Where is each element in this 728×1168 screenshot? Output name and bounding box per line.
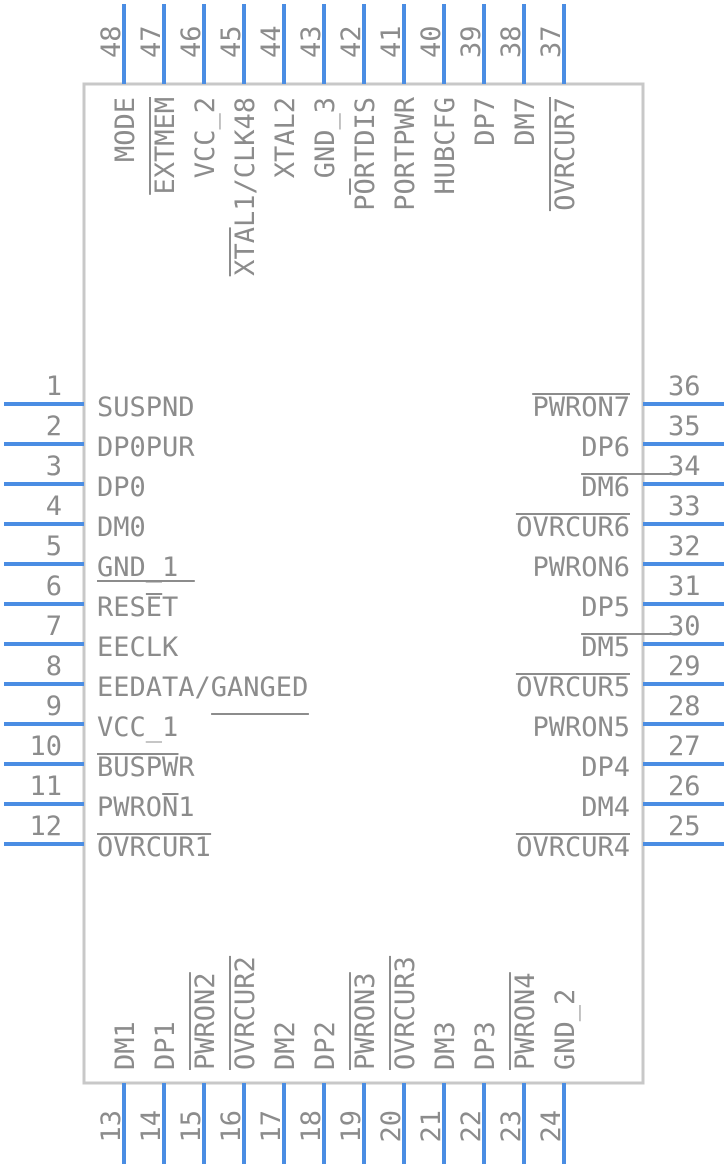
pin-19-label: PWRON3	[350, 972, 381, 1070]
pin-8-label: EEDATA/GANGED	[97, 672, 308, 703]
pin-13-label: DM1	[110, 1021, 141, 1070]
pin-38-number: 38	[496, 25, 527, 58]
pin-6-number: 6	[46, 571, 62, 602]
pin-25-label: OVRCUR4	[516, 832, 630, 863]
pin-16-number: 16	[216, 1110, 247, 1143]
pin-42-label: PORTDIS	[350, 97, 381, 211]
pin-34-number: 34	[668, 451, 701, 482]
pin-4-label: DM0	[97, 512, 146, 543]
pin-5-label: GND_1	[97, 552, 178, 583]
pin-28-number: 28	[668, 691, 701, 722]
pin-42-number: 42	[336, 25, 367, 58]
pin-14-number: 14	[136, 1110, 167, 1143]
pin-30-label: DM5	[581, 632, 630, 663]
pin-20-label: OVRCUR3	[390, 956, 421, 1070]
pin-36-label: PWRON7	[532, 392, 630, 423]
pin-10-label: BUSPWR	[97, 752, 195, 783]
pin-39-label: DP7	[470, 97, 501, 146]
pin-23-number: 23	[496, 1110, 527, 1143]
pin-13-number: 13	[96, 1110, 127, 1143]
pin-12-label: OVRCUR1	[97, 832, 211, 863]
pin-31-label: DP5	[581, 592, 630, 623]
pin-40-label: HUBCFG	[430, 97, 461, 195]
pin-18-number: 18	[296, 1110, 327, 1143]
pin-1-number: 1	[46, 371, 62, 402]
pin-34-label: DM6	[581, 472, 630, 503]
pin-17-number: 17	[256, 1110, 287, 1143]
pin-48-label: MODE	[110, 97, 141, 162]
pin-10-number: 10	[29, 731, 62, 762]
pin-5-number: 5	[46, 531, 62, 562]
pin-37-label: OVRCUR7	[550, 97, 581, 211]
pin-16-label: OVRCUR2	[230, 956, 261, 1070]
pin-41-number: 41	[376, 25, 407, 58]
pin-43-number: 43	[296, 25, 327, 58]
pin-9-label: VCC_1	[97, 712, 178, 743]
pin-7-label: EECLK	[97, 632, 179, 663]
pin-24-label: GND_2	[550, 989, 581, 1070]
pin-14-label: DP1	[150, 1021, 181, 1070]
pin-33-number: 33	[668, 491, 701, 522]
pin-22-number: 22	[456, 1110, 487, 1143]
pin-2-number: 2	[46, 411, 62, 442]
pin-48-number: 48	[96, 25, 127, 58]
pin-41-label: PORTPWR	[390, 96, 421, 211]
pin-24-number: 24	[536, 1110, 567, 1143]
ic-body	[82, 82, 645, 1085]
pin-47-number: 47	[136, 25, 167, 58]
pin-37-number: 37	[536, 25, 567, 58]
pin-17-label: DM2	[270, 1021, 301, 1070]
pin-7-number: 7	[46, 611, 62, 642]
pin-1-label: SUSPND	[97, 392, 195, 423]
pin-11-number: 11	[29, 771, 62, 802]
pin-27-number: 27	[668, 731, 701, 762]
pin-47-label: EXTMEM	[150, 97, 181, 195]
pin-30-number: 30	[668, 611, 701, 642]
pin-12-number: 12	[29, 811, 62, 842]
pin-3-label: DP0	[97, 472, 146, 503]
pin-28-label: PWRON5	[532, 712, 630, 743]
pin-45-number: 45	[216, 25, 247, 58]
pin-36-number: 36	[668, 371, 701, 402]
pin-44-number: 44	[256, 25, 287, 58]
pin-29-label: OVRCUR5	[516, 672, 630, 703]
pin-46-number: 46	[176, 25, 207, 58]
pin-15-label: PWRON2	[190, 972, 221, 1070]
pin-26-label: DM4	[581, 792, 630, 823]
pin-25-number: 25	[668, 811, 701, 842]
pin-35-number: 35	[668, 411, 701, 442]
pin-31-number: 31	[668, 571, 701, 602]
pin-46-label: VCC_2	[190, 97, 221, 178]
pin-32-label: PWRON6	[532, 552, 630, 583]
pin-21-number: 21	[416, 1110, 447, 1143]
pin-26-number: 26	[668, 771, 701, 802]
pin-23-label: PWRON4	[510, 972, 541, 1070]
pin-19-number: 19	[336, 1110, 367, 1143]
pin-40-number: 40	[416, 25, 447, 58]
pin-8-number: 8	[46, 651, 62, 682]
pin-21-label: DM3	[430, 1021, 461, 1070]
pin-45-label: XTAL1/CLK48	[230, 97, 261, 276]
pin-6-label: RESET	[97, 592, 178, 623]
pin-35-label: DP6	[581, 432, 630, 463]
pin-9-number: 9	[46, 691, 62, 722]
pin-43-label: GND_3	[310, 97, 341, 178]
pin-33-label: OVRCUR6	[516, 512, 630, 543]
pin-32-number: 32	[668, 531, 701, 562]
pin-4-number: 4	[46, 491, 62, 522]
pin-29-number: 29	[668, 651, 701, 682]
pin-15-number: 15	[176, 1110, 207, 1143]
pin-20-number: 20	[376, 1110, 407, 1143]
pin-2-label: DP0PUR	[97, 432, 195, 463]
pin-3-number: 3	[46, 451, 62, 482]
pin-18-label: DP2	[310, 1021, 341, 1070]
pin-22-label: DP3	[470, 1021, 501, 1070]
pin-27-label: DP4	[581, 752, 630, 783]
pin-11-label: PWRON1	[97, 792, 195, 823]
pin-39-number: 39	[456, 25, 487, 58]
pin-44-label: XTAL2	[270, 97, 301, 178]
pin-38-label: DM7	[510, 97, 541, 146]
